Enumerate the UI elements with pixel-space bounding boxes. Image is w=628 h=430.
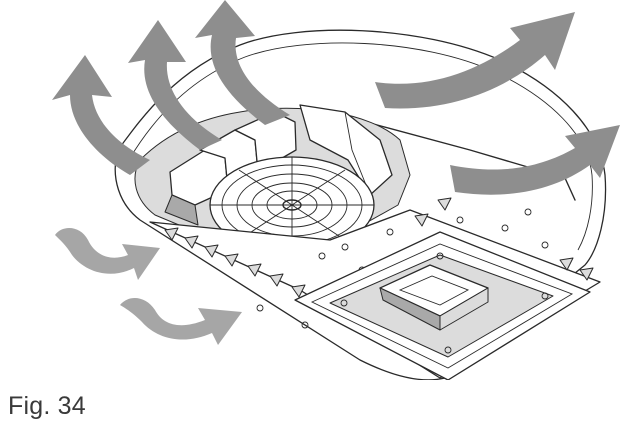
air-conditioner-airflow-diagram (52, 0, 620, 380)
airflow-arrow-icon (52, 0, 620, 345)
service-hatch (294, 231, 591, 380)
fan-grille-icon (209, 156, 375, 254)
figure-caption: Fig. 34 (8, 392, 86, 420)
